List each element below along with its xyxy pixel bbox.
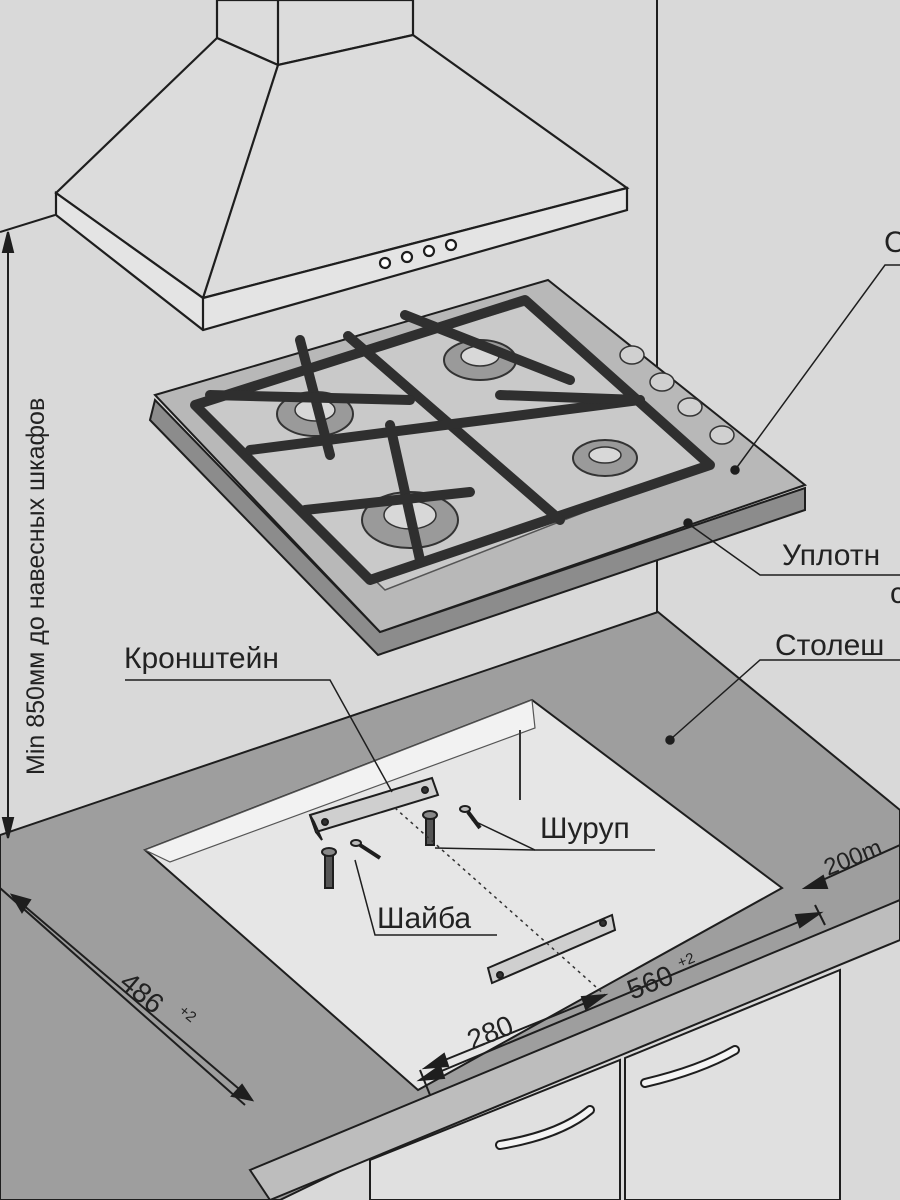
vertical-dimension-label: Min 850мм до навесных шкафов (22, 398, 50, 775)
mounting-bracket-lower (486, 913, 617, 985)
hood-button-icon (378, 256, 392, 270)
seal-label-second-line: с (890, 577, 900, 610)
cast-iron-grate (190, 295, 715, 585)
cabinet-doors (369, 968, 841, 1200)
bracket-label: Кронштейн (124, 642, 279, 675)
hob-label: С (884, 226, 900, 259)
washer-icon (321, 810, 438, 889)
countertop (0, 610, 900, 1200)
extractor-hood (54, 0, 630, 332)
depth-dimension-arrow (0, 887, 255, 1106)
cutout-inner-wall (143, 699, 536, 863)
gas-hob (148, 278, 808, 657)
countertop-label: Столеш (775, 629, 884, 662)
mounting-bracket (308, 776, 440, 841)
control-knob-icon (619, 345, 735, 445)
leader-lines (125, 264, 900, 936)
width-dimension-tolerance: +2 (675, 950, 697, 972)
clearance-dimension-arrow (801, 844, 900, 889)
screw-label: Шуруп (540, 812, 630, 845)
hob-side (148, 398, 806, 657)
width-dimension-arrow (416, 904, 826, 1096)
door-handle-icon (497, 1107, 593, 1148)
screw-icon (350, 805, 482, 860)
center-guide-line (394, 807, 606, 996)
half-width-dimension-arrow (421, 993, 609, 1070)
hood-button-icon (422, 244, 436, 258)
door-handle-icon (642, 1047, 738, 1086)
seal-label: Уплотн (782, 539, 880, 572)
washer-label: Шайба (377, 902, 471, 935)
burner-icon (572, 439, 638, 477)
hood-button-icon (444, 238, 458, 252)
countertop-front-edge (248, 898, 900, 1200)
vertical-dimension-arrow (1, 231, 15, 839)
hood-button-icon (400, 250, 414, 264)
